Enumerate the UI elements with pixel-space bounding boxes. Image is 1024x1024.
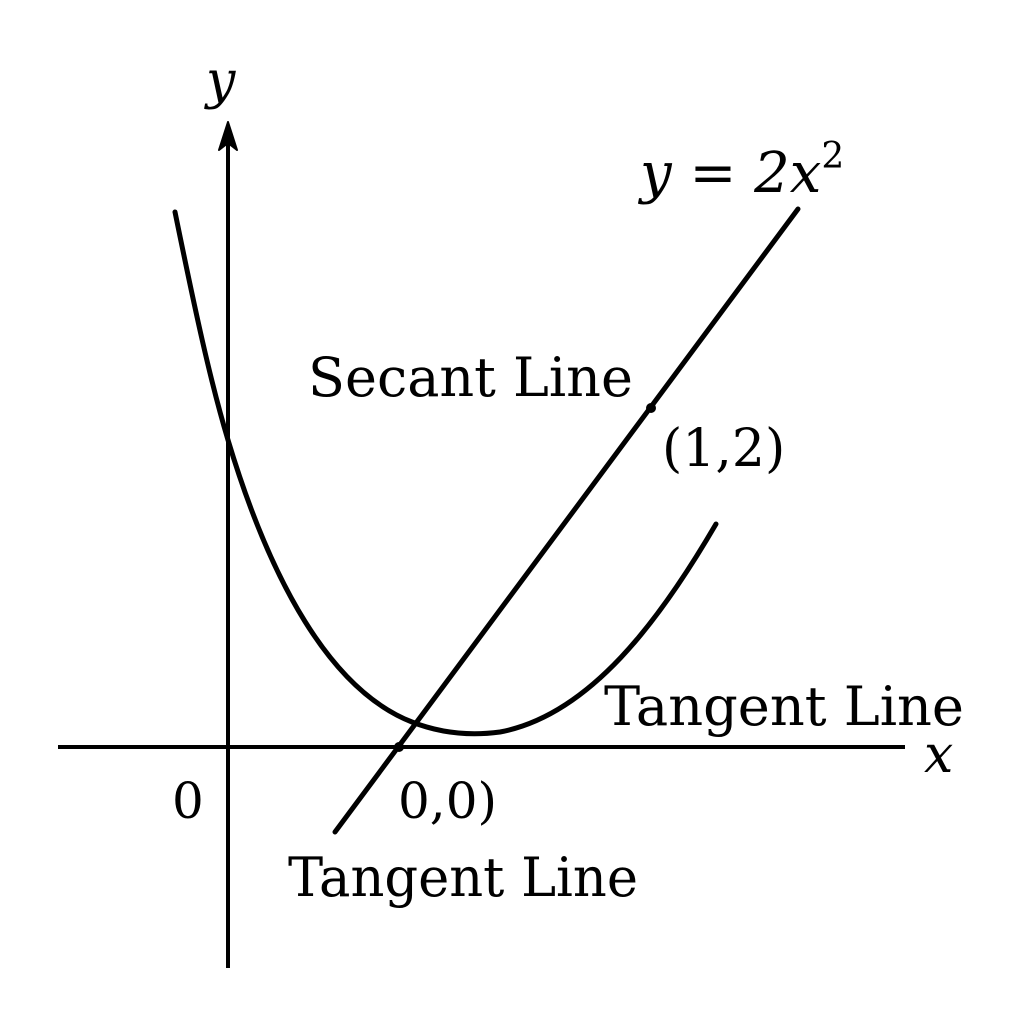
point-0-0-marker — [394, 742, 404, 752]
y-axis-label: y — [204, 51, 236, 111]
parabola-curve — [172, 209, 719, 737]
curve-equation-main: y = 2x — [637, 141, 821, 206]
x-axis-label: x — [924, 725, 953, 785]
point-1-2-marker — [646, 403, 656, 413]
point-1-2-label: (1,2) — [662, 419, 785, 479]
tangent-line-right-label: Tangent Line — [604, 675, 964, 738]
curve-equation-exponent: 2 — [821, 136, 844, 177]
point-0-0-label: 0,0) — [398, 772, 497, 830]
curve-equation: y = 2x2 — [637, 136, 844, 206]
y-axis-arrowhead — [218, 121, 238, 151]
secant-line — [332, 206, 801, 835]
secant-line-label: Secant Line — [308, 346, 633, 409]
origin-label: 0 — [172, 772, 204, 830]
tangent-line-bottom-label: Tangent Line — [288, 846, 638, 909]
